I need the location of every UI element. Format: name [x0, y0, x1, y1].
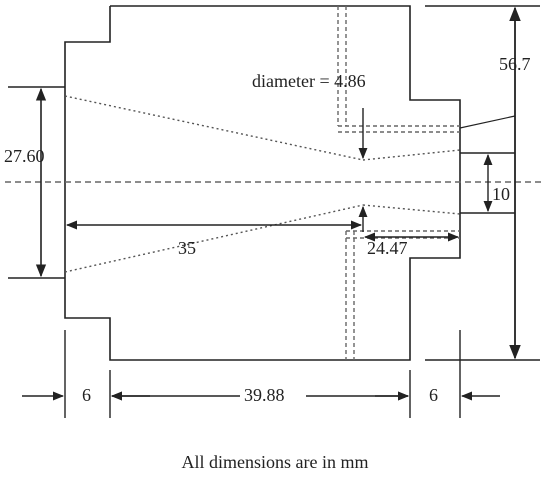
- height-leader: [459, 115, 516, 129]
- taper-bottom-line: [64, 204, 364, 273]
- outlet-top-line: [362, 149, 461, 161]
- taper-length-label: 35: [178, 238, 196, 258]
- flange-right-label: 6: [429, 385, 438, 405]
- taper-top-line: [64, 95, 364, 161]
- inlet-height-label: 27.60: [4, 146, 45, 166]
- height-label: 56.7: [499, 54, 531, 74]
- outlet-bottom-line: [362, 204, 461, 215]
- body-length-label: 39.88: [244, 385, 285, 405]
- body-outline: [64, 5, 461, 361]
- flange-left-label: 6: [82, 385, 91, 405]
- caption: All dimensions are in mm: [182, 452, 369, 472]
- outlet-height-label: 10: [492, 184, 510, 204]
- diameter-label: diameter = 4.86: [252, 71, 366, 91]
- small-length-label: 24.47: [367, 238, 408, 258]
